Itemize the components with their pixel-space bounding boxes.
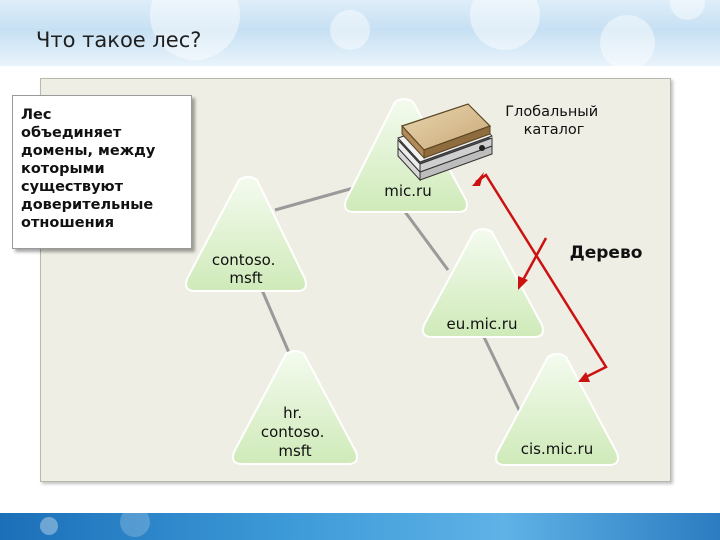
arrowhead-top	[472, 172, 484, 186]
triangle-cis-mic-ru	[495, 353, 619, 466]
domain-triangles	[185, 98, 619, 466]
tree-label: Дерево	[570, 243, 643, 263]
connector-eu-cis	[481, 334, 522, 413]
arrowhead-cis	[578, 372, 590, 382]
tree-bracket-arrowheads	[472, 172, 590, 382]
title-band: Что такое лес?	[0, 0, 720, 66]
book-stack-icon	[397, 103, 493, 182]
forest-definition-note: Лес объединяет домены, между которыми су…	[12, 95, 192, 249]
tree-bracket-arrow-eu	[520, 237, 548, 283]
global-catalog-label: Глобальный каталог	[505, 104, 603, 138]
domain-label-contoso-msft: contoso. msft	[212, 251, 280, 287]
triangle-contoso-msft	[185, 176, 307, 292]
triangle-eu-mic-ru	[422, 228, 544, 338]
slide-title: Что такое лес?	[36, 28, 202, 52]
forest-definition-text: Лес объединяет домены, между которыми су…	[21, 107, 156, 231]
footer-band	[0, 513, 720, 540]
domain-label-mic-ru: mic.ru	[384, 182, 431, 200]
connector-mic-eu	[398, 204, 450, 271]
domain-label-eu-mic-ru: eu.mic.ru	[447, 315, 518, 333]
arrowhead-eu	[518, 276, 528, 290]
triangle-hr-contoso-msft	[232, 350, 358, 465]
connector-contoso-hr	[260, 289, 292, 356]
domain-label-cis-mic-ru: cis.mic.ru	[521, 440, 593, 458]
domain-label-hr-contoso-msft: hr. contoso. msft	[261, 404, 329, 460]
